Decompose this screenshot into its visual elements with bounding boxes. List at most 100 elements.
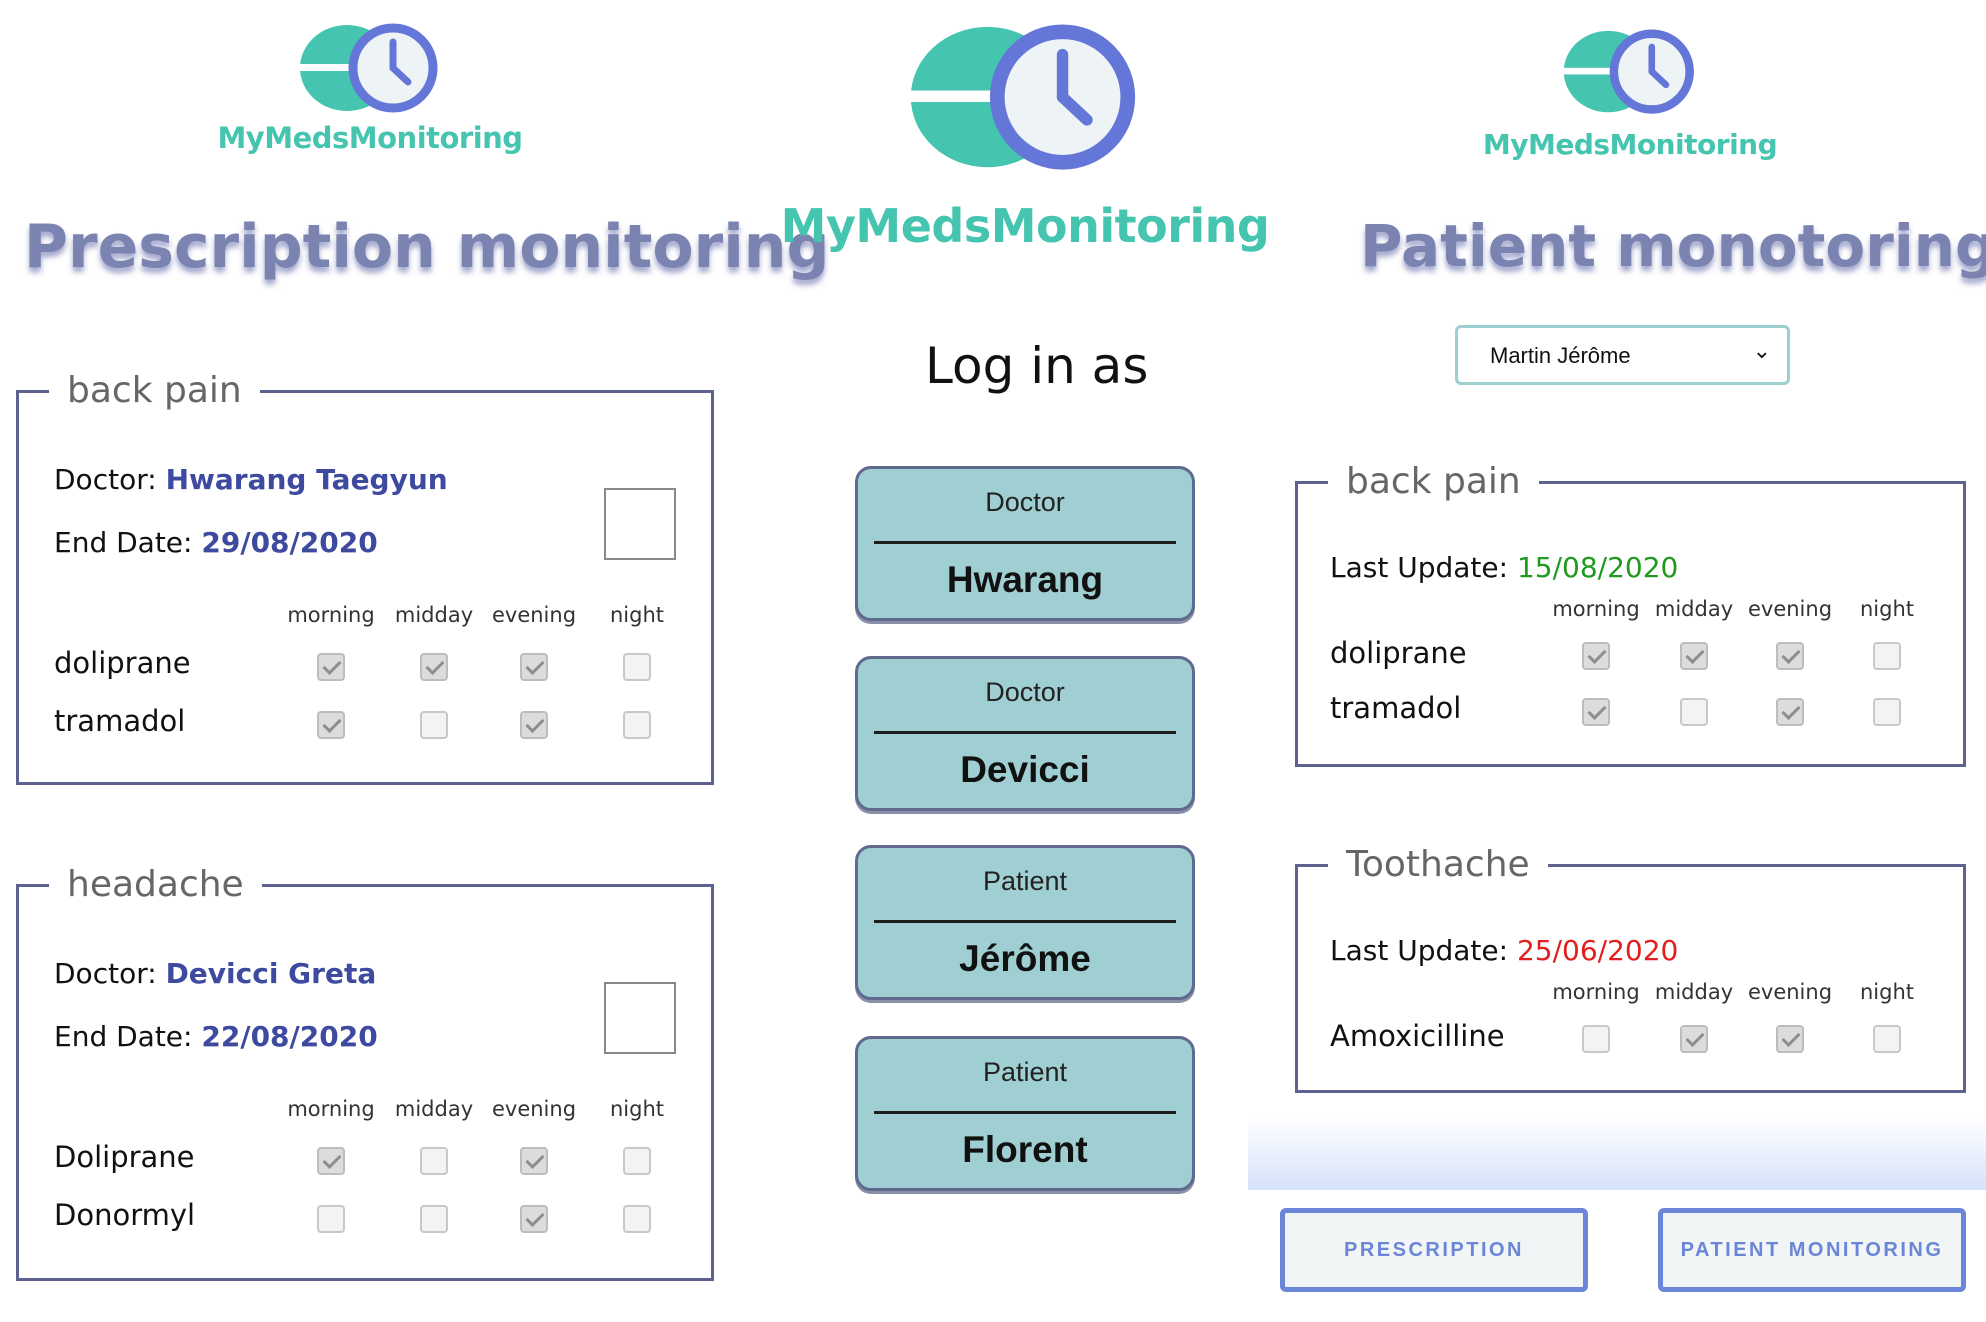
account-name: Devicci: [960, 749, 1090, 790]
dose-checkbox[interactable]: [317, 653, 345, 681]
page-title: Patient monotoring: [1360, 212, 1986, 280]
prescription-card: headache Doctor: Devicci Greta End Date:…: [16, 865, 714, 1281]
account-name: Florent: [962, 1129, 1088, 1170]
doctor-row: Doctor: Hwarang Taegyun: [54, 463, 448, 496]
dose-checkbox[interactable]: [1776, 1025, 1804, 1053]
last-update-label: Last Update:: [1330, 934, 1509, 967]
col-evening: evening: [491, 603, 577, 627]
prescription-nav-button[interactable]: PRESCRIPTION: [1280, 1208, 1588, 1292]
login-button-patient-jerome[interactable]: Patient Jérôme: [855, 845, 1195, 1000]
col-evening: evening: [491, 1097, 577, 1121]
logo-text: MyMedsMonitoring: [1482, 128, 1778, 161]
medication-name: doliprane: [54, 646, 191, 680]
page-title: Prescription monitoring: [24, 212, 830, 282]
doctor-name: Hwarang Taegyun: [165, 463, 448, 496]
col-morning: morning: [1552, 597, 1640, 621]
dose-checkbox[interactable]: [520, 653, 548, 681]
end-date-value: 29/08/2020: [201, 526, 378, 559]
dose-checkbox[interactable]: [317, 711, 345, 739]
col-night: night: [609, 1097, 665, 1121]
account-name: Hwarang: [946, 559, 1104, 600]
divider: [874, 1111, 1176, 1114]
end-date-label: End Date:: [54, 526, 193, 559]
medication-name: Donormyl: [54, 1198, 196, 1232]
monitoring-card: back pain Last Update: 15/08/2020 mornin…: [1295, 462, 1966, 767]
dose-checkbox[interactable]: [317, 1147, 345, 1175]
dose-checkbox[interactable]: [1873, 1025, 1901, 1053]
account-role: Doctor: [985, 677, 1065, 707]
account-role: Doctor: [985, 487, 1065, 517]
dose-checkbox[interactable]: [1680, 642, 1708, 670]
doctor-row: Doctor: Devicci Greta: [54, 957, 376, 990]
end-date-value: 22/08/2020: [201, 1020, 378, 1053]
dose-checkbox[interactable]: [520, 711, 548, 739]
login-button-doctor-devicci[interactable]: Doctor Devicci: [855, 656, 1195, 811]
dose-checkbox[interactable]: [520, 1205, 548, 1233]
dose-checkbox[interactable]: [420, 1205, 448, 1233]
end-date-label: End Date:: [54, 1020, 193, 1053]
dose-checkbox[interactable]: [1582, 1025, 1610, 1053]
col-evening: evening: [1747, 980, 1833, 1004]
patient-select[interactable]: Martin Jérôme ⌄: [1455, 325, 1790, 385]
end-date-row: End Date: 22/08/2020: [54, 1020, 378, 1053]
app-logo: MyMedsMonitoring: [1480, 28, 1780, 161]
dose-checkbox[interactable]: [623, 653, 651, 681]
dose-checkbox[interactable]: [623, 1147, 651, 1175]
login-button-patient-florent[interactable]: Patient Florent: [855, 1036, 1195, 1191]
dose-checkbox[interactable]: [1582, 642, 1610, 670]
validation-checkbox[interactable]: [604, 488, 676, 560]
dose-checkbox[interactable]: [623, 711, 651, 739]
medication-name: Amoxicilline: [1330, 1019, 1505, 1053]
dose-checkbox[interactable]: [1776, 642, 1804, 670]
divider: [874, 541, 1176, 544]
app-logo: MyMedsMonitoring: [217, 22, 523, 155]
dose-checkbox[interactable]: [1873, 698, 1901, 726]
patient-monitoring-nav-button[interactable]: PATIENT MONITORING: [1658, 1208, 1966, 1292]
medication-name: Doliprane: [54, 1140, 195, 1174]
col-midday: midday: [1654, 597, 1734, 621]
dose-checkbox[interactable]: [1680, 698, 1708, 726]
col-morning: morning: [287, 603, 375, 627]
logo-text: MyMedsMonitoring: [780, 199, 1270, 253]
dose-checkbox[interactable]: [317, 1205, 345, 1233]
validation-checkbox[interactable]: [604, 982, 676, 1054]
prescription-screen: MyMedsMonitoring Prescription monitoring…: [0, 0, 829, 1322]
divider: [874, 920, 1176, 923]
login-button-doctor-hwarang[interactable]: Doctor Hwarang: [855, 466, 1195, 621]
monitoring-card: Toothache Last Update: 25/06/2020 mornin…: [1295, 845, 1966, 1093]
last-update-value: 15/08/2020: [1516, 551, 1679, 584]
dose-checkbox[interactable]: [1776, 698, 1804, 726]
col-evening: evening: [1747, 597, 1833, 621]
col-midday: midday: [394, 1097, 474, 1121]
logo-text: MyMedsMonitoring: [217, 121, 523, 155]
prescription-card: back pain Doctor: Hwarang Taegyun End Da…: [16, 371, 714, 785]
dose-checkbox[interactable]: [420, 1147, 448, 1175]
bottom-nav-shadow: [1248, 1115, 1986, 1190]
account-role: Patient: [982, 1057, 1068, 1087]
card-legend: back pain: [1328, 462, 1539, 502]
last-update-row: Last Update: 25/06/2020: [1330, 934, 1678, 967]
login-screen: MyMedsMonitoring Log in as Doctor Hwaran…: [770, 0, 1280, 1322]
medication-name: tramadol: [54, 704, 186, 738]
col-morning: morning: [287, 1097, 375, 1121]
divider: [874, 731, 1176, 734]
dose-checkbox[interactable]: [623, 1205, 651, 1233]
col-midday: midday: [1654, 980, 1734, 1004]
dose-checkbox[interactable]: [1680, 1025, 1708, 1053]
col-night: night: [1859, 597, 1915, 621]
last-update-value: 25/06/2020: [1516, 934, 1679, 967]
dose-checkbox[interactable]: [420, 653, 448, 681]
app-logo: MyMedsMonitoring: [775, 22, 1275, 253]
col-night: night: [609, 603, 665, 627]
pill-clock-icon: [299, 23, 438, 113]
last-update-label: Last Update:: [1330, 551, 1509, 584]
dose-checkbox[interactable]: [1582, 698, 1610, 726]
dose-checkbox[interactable]: [520, 1147, 548, 1175]
pill-clock-icon: [909, 24, 1136, 170]
dose-checkbox[interactable]: [1873, 642, 1901, 670]
dose-checkbox[interactable]: [420, 711, 448, 739]
selected-patient: Martin Jérôme: [1490, 343, 1631, 368]
doctor-label: Doctor:: [54, 957, 157, 990]
account-name: Jérôme: [959, 938, 1091, 979]
medication-name: tramadol: [1330, 691, 1462, 725]
